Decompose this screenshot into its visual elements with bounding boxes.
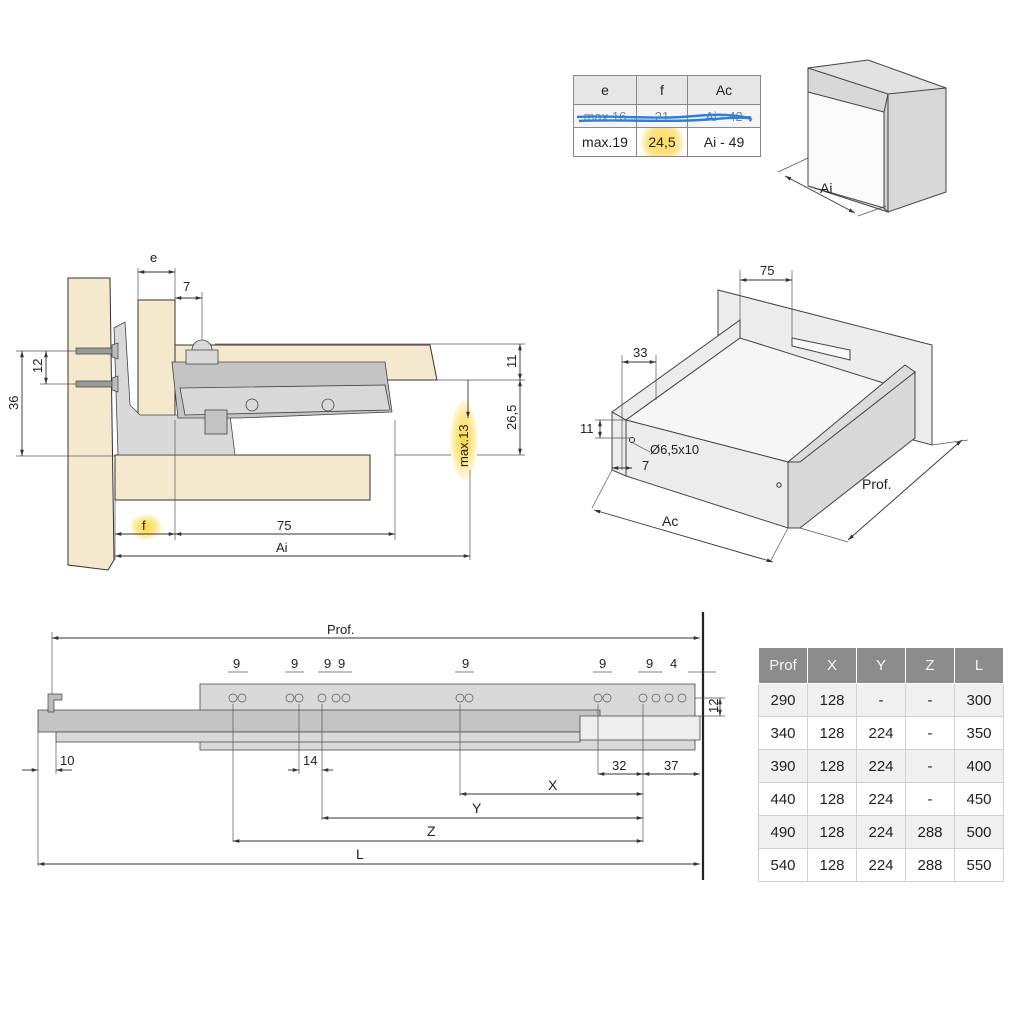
table-row: 290 128 - - 300 <box>758 683 1004 717</box>
z-label: Z <box>427 823 436 839</box>
cell-ac: Ai - 49 <box>687 127 761 157</box>
fourteen-label: 14 <box>303 753 317 768</box>
screw-icon <box>75 375 119 393</box>
header-prof: Prof <box>758 647 808 684</box>
hole-label: Ø6,5x10 <box>650 442 699 457</box>
table-cell: - <box>905 683 955 717</box>
twentysix-label: 26,5 <box>504 405 519 430</box>
table-cell: 490 <box>758 815 808 849</box>
table-row: 440 128 224 - 450 <box>758 782 1004 816</box>
cube-ai-label: Ai <box>820 180 832 196</box>
rail-prof-label: Prof. <box>327 622 354 637</box>
table-cell: - <box>905 782 955 816</box>
table-cell: 224 <box>856 782 906 816</box>
drawer-illustration: 75 33 11 Ø6,5x10 7 Ac Prof. <box>580 263 969 563</box>
nine-label: 9 <box>233 656 240 671</box>
nine-label: 9 <box>291 656 298 671</box>
ten-label: 10 <box>60 753 74 768</box>
drawer-eleven-label: 11 <box>580 421 594 436</box>
header-z: Z <box>905 647 955 684</box>
nine-label: 9 <box>462 656 469 671</box>
thirtysix-label: 36 <box>6 396 21 410</box>
nine-label: 9 <box>338 656 345 671</box>
drawer-prof-label: Prof. <box>862 476 892 492</box>
table-row: 390 128 224 - 400 <box>758 749 1004 783</box>
seven-label: 7 <box>183 279 190 294</box>
table-cell: 450 <box>954 782 1004 816</box>
table-cell: 290 <box>758 683 808 717</box>
header-ac: Ac <box>687 75 761 105</box>
table-cell: 540 <box>758 848 808 882</box>
thirtyseven-label: 37 <box>664 758 678 773</box>
f-highlight <box>130 514 162 540</box>
table-cell: 440 <box>758 782 808 816</box>
cabinet-illustration: Ai <box>777 59 947 217</box>
drawer-seven-label: 7 <box>642 458 649 473</box>
mounting-holes <box>228 693 687 703</box>
table-cell: 288 <box>905 848 955 882</box>
table-row: 490 128 224 288 500 <box>758 815 1004 849</box>
e-label: e <box>150 250 157 265</box>
section-view: e 7 12 36 11 26,5 max.13 f 75 <box>6 250 525 571</box>
nine-label: 9 <box>324 656 331 671</box>
seventyfive-label: 75 <box>277 518 291 533</box>
scribble-strikethrough <box>576 113 753 123</box>
rail-view: Prof. 9 9 9 9 9 9 9 4 12 <box>22 612 725 880</box>
table-cell: 400 <box>954 749 1004 783</box>
header-l: L <box>954 647 1004 684</box>
table-cell: 128 <box>807 749 857 783</box>
thirtytwo-label: 32 <box>612 758 626 773</box>
table-cell: - <box>905 749 955 783</box>
table-cell: 390 <box>758 749 808 783</box>
dimension-table: Prof X Y Z L 290 128 - - 300 340 128 224… <box>758 647 1004 882</box>
drawer-seventyfive-label: 75 <box>760 263 774 278</box>
cell-e: max.19 <box>573 127 637 157</box>
table-cell: 128 <box>807 782 857 816</box>
table-cell: 550 <box>954 848 1004 882</box>
header-y: Y <box>856 647 906 684</box>
table-cell: 500 <box>954 815 1004 849</box>
nine-label: 9 <box>646 656 653 671</box>
four-label: 4 <box>670 656 677 671</box>
table-cell: 128 <box>807 716 857 750</box>
cell-f-highlighted: 24,5 <box>636 127 688 157</box>
rail-twelve-label: 12 <box>706 699 721 713</box>
max13-label: max.13 <box>456 424 471 467</box>
header-x: X <box>807 647 857 684</box>
twelve-label: 12 <box>30 359 45 373</box>
f-label: f <box>142 518 146 533</box>
screw-icon <box>75 342 119 360</box>
ac-label: Ac <box>662 513 678 529</box>
table-cell: 128 <box>807 848 857 882</box>
l-label: L <box>356 846 364 862</box>
max13-highlight <box>450 400 478 480</box>
thirtythree-label: 33 <box>633 345 647 360</box>
table-row: 540 128 224 288 550 <box>758 848 1004 882</box>
table-cell: - <box>905 716 955 750</box>
y-label: Y <box>472 800 482 816</box>
header-e: e <box>573 75 637 105</box>
table-cell: 224 <box>856 749 906 783</box>
table-row: 340 128 224 - 350 <box>758 716 1004 750</box>
table-cell: 288 <box>905 815 955 849</box>
nine-label: 9 <box>599 656 606 671</box>
table-cell: 340 <box>758 716 808 750</box>
ai-label: Ai <box>276 540 288 555</box>
x-label: X <box>548 777 558 793</box>
eleven-label: 11 <box>504 355 519 369</box>
